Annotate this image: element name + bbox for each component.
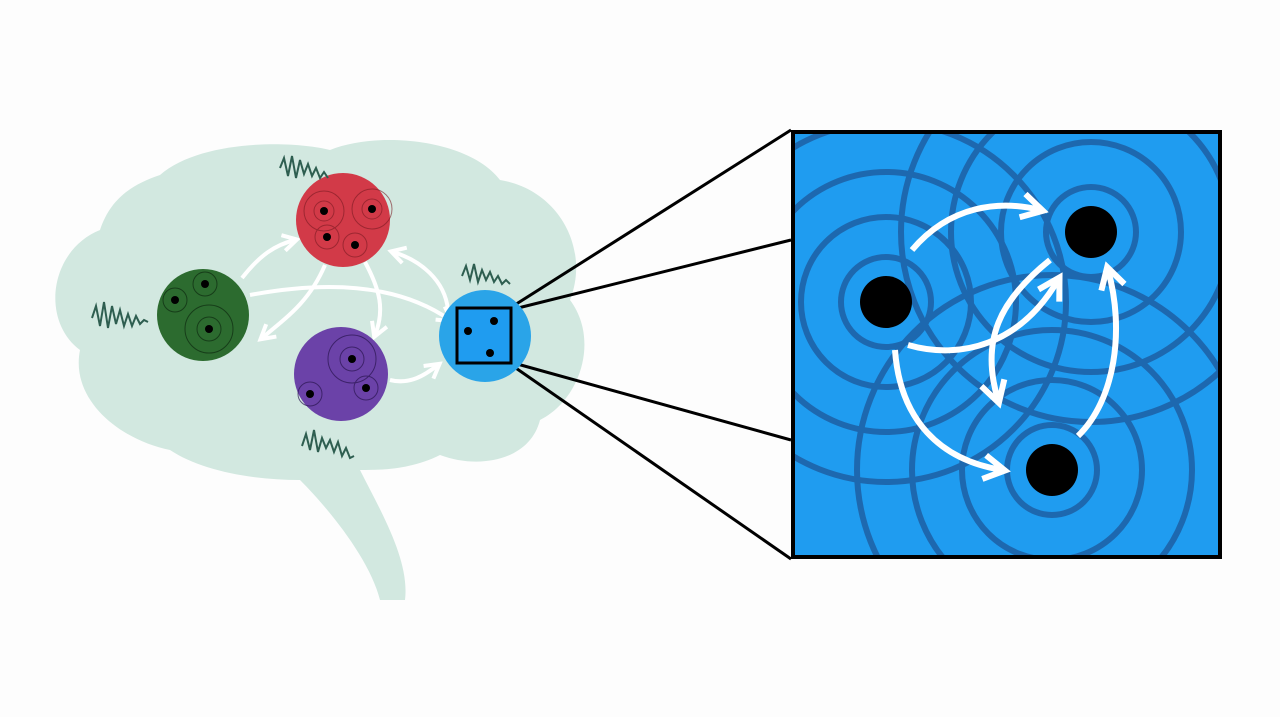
oscillation-wave-icons (91, 154, 511, 460)
purple-node (294, 327, 388, 421)
red-node (296, 173, 393, 267)
green-node (157, 269, 249, 361)
panel-node-left (860, 276, 912, 328)
blue-node (439, 290, 531, 382)
panel-node-top (1065, 206, 1117, 258)
zoom-connector-lines (509, 128, 792, 561)
zoomed-panel (791, 130, 1222, 559)
connection-arrows (240, 233, 455, 384)
panel-node-bottom (1026, 444, 1078, 496)
panel-arrows (892, 191, 1127, 482)
